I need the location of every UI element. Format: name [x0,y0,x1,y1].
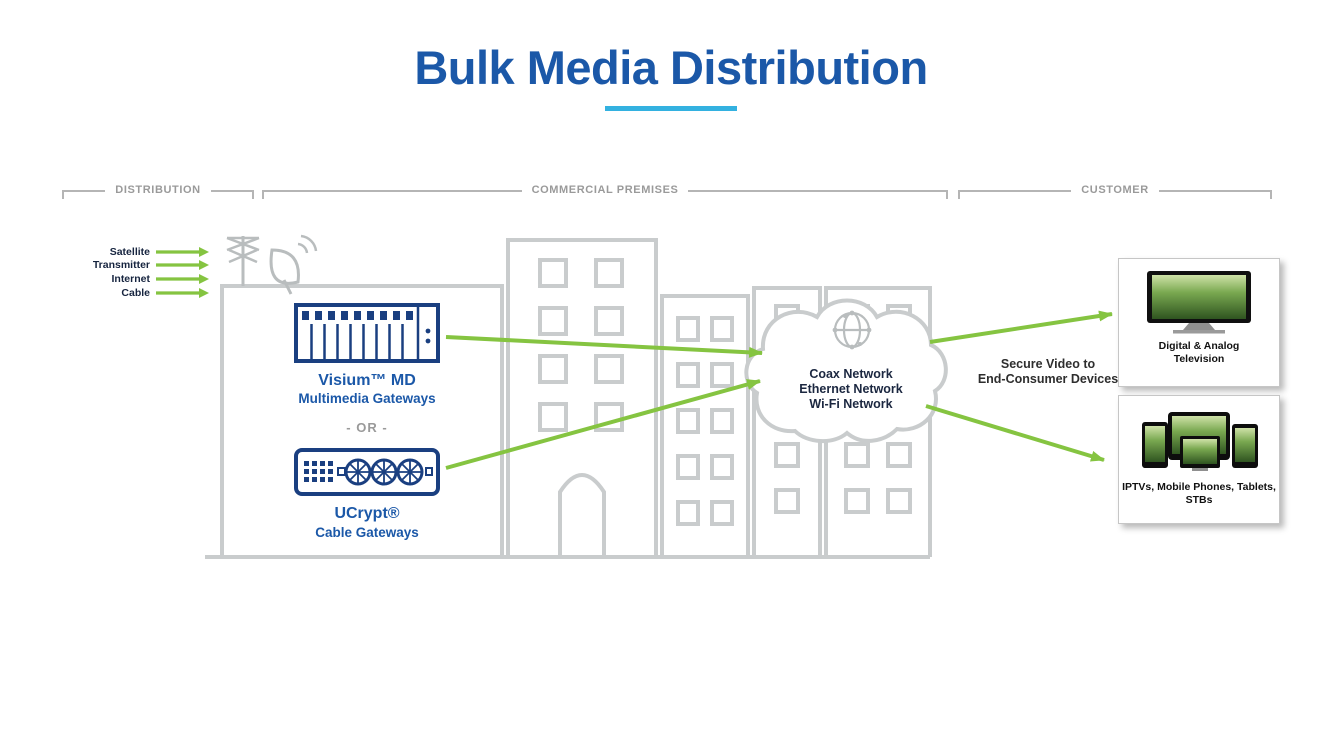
visium-name: Visium™ MD [318,372,416,389]
source-arrow-icon [156,260,209,271]
title-underline [605,106,737,111]
cloud-line-coax: Coax Network [809,367,893,381]
bracket-tick [946,190,948,199]
ucrypt-name: UCrypt® [334,505,400,522]
customer-tv-label: Digital & Analog Television [1158,340,1240,365]
antenna-icon [226,236,260,286]
source-label-satellite: Satellite [109,245,150,258]
tall-building-windows [538,258,624,432]
bracket-line [1158,190,1271,192]
source-arrow-icon [156,246,209,257]
customer-box-devices: IPTVs, Mobile Phones, Tablets, STBs [1118,395,1280,524]
bracket-tick [958,190,960,199]
tall-building-outline [506,238,658,557]
source-label-transmitter: Transmitter [92,259,150,272]
ucrypt-gateway-icon [294,448,440,496]
section-bracket-commercial-premises: COMMERCIAL PREMISES [262,184,948,199]
source-label-cable: Cable [121,286,150,299]
bracket-tick [62,190,64,199]
section-label-distribution: DISTRIBUTION [115,184,201,196]
customer-devices-label: IPTVs, Mobile Phones, Tablets, STBs [1122,481,1276,506]
building-3-windows [676,316,734,526]
multi-devices-icon [1142,412,1258,471]
cloud-network-labels: Coax Network Ethernet Network Wi-Fi Netw… [772,367,930,412]
globe-network-icon [832,310,872,350]
visium-gateway-icon [294,303,440,363]
bracket-tick [262,190,264,199]
page-title: Bulk Media Distribution [414,41,928,94]
source-row: Cable [62,286,210,300]
bracket-line [64,190,106,192]
bracket-line [960,190,1072,192]
source-label-internet: Internet [111,272,150,285]
arrow-visium-to-cloud [445,335,763,358]
television-icon [1147,271,1251,334]
ucrypt-type: Cable Gateways [315,525,419,540]
building-3-outline [660,294,750,557]
building-4-outline [752,286,822,557]
source-arrow-icon [156,287,209,298]
source-arrow-icon [156,273,209,284]
or-divider: - OR - [346,420,388,435]
section-bracket-customer: CUSTOMER [958,184,1273,199]
cloud-line-wifi: Wi-Fi Network [809,397,893,411]
source-row: Transmitter [62,259,210,273]
section-label-commercial-premises: COMMERCIAL PREMISES [531,184,679,196]
bracket-line [264,190,522,192]
building-door-arch [558,473,606,557]
secure-note: Secure Video to End-Consumer Devices [977,357,1119,386]
satellite-dish-icon [269,234,318,295]
arrow-cloud-to-devices [925,404,1105,462]
customer-box-tv: Digital & Analog Television [1118,258,1280,387]
bracket-line [688,190,946,192]
source-row: Internet [62,272,210,286]
building-5-outline [824,286,932,557]
bracket-tick [1270,190,1273,199]
arrow-cloud-to-tv [929,310,1113,344]
source-list: Satellite Transmitter Internet Cable [62,245,210,299]
bracket-line [210,190,253,192]
bracket-tick [252,190,255,199]
section-bracket-distribution: DISTRIBUTION [62,184,255,199]
section-label-customer: CUSTOMER [1081,184,1149,196]
source-row: Satellite [62,245,210,259]
cloud-line-ethernet: Ethernet Network [799,382,903,396]
visium-type: Multimedia Gateways [298,391,436,406]
arrow-ucrypt-to-cloud [445,379,761,470]
